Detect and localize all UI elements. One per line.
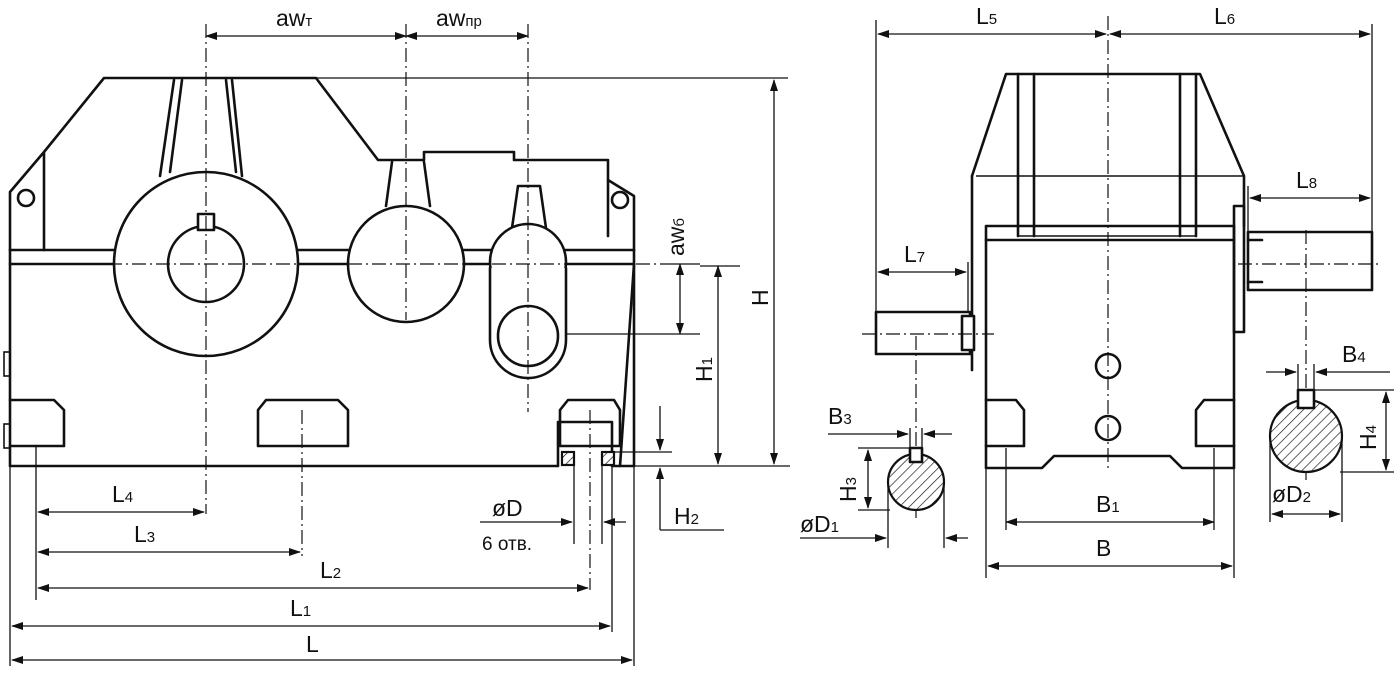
dim-d-holes-label: 6 отв. bbox=[482, 534, 532, 555]
dim-b4-label: B4 bbox=[1342, 341, 1366, 367]
rib-left-inner bbox=[168, 78, 184, 174]
side-cover bbox=[970, 72, 1246, 228]
foot-section-left bbox=[560, 450, 576, 467]
dim-l8-label: L8 bbox=[1296, 167, 1317, 193]
dim-d2-label: øD2 bbox=[1272, 481, 1311, 507]
front-cover bbox=[8, 76, 636, 252]
output-shaft-left-collar bbox=[960, 314, 976, 352]
side-view bbox=[862, 16, 1380, 522]
side-hole-lower bbox=[1094, 414, 1122, 442]
side-foot-left bbox=[984, 398, 1026, 448]
intermediate-rib bbox=[384, 160, 432, 208]
front-view bbox=[3, 24, 660, 590]
dim-h4-label: H4 bbox=[1355, 425, 1381, 450]
foot-section-right bbox=[600, 450, 616, 467]
foot-pocket-middle bbox=[256, 398, 350, 448]
shaft-section-right: B4 H4 øD2 bbox=[1266, 341, 1394, 522]
dim-h2-label: H2 bbox=[674, 503, 699, 529]
dim-l2-label: L2 bbox=[320, 557, 341, 583]
foot-pocket-left bbox=[8, 398, 66, 448]
input-rib bbox=[510, 184, 548, 230]
output-shaft-left bbox=[874, 310, 972, 356]
shaft-section-left: B3 H3 øD1 bbox=[800, 403, 968, 548]
foot-pocket-right bbox=[558, 398, 622, 448]
side-cover-inner-right bbox=[1178, 72, 1198, 238]
shaft-section-right-key bbox=[1296, 388, 1316, 410]
dim-l3-label: L3 bbox=[134, 521, 155, 547]
dim-b-label: B bbox=[1096, 535, 1111, 561]
dim-l4-label: L4 bbox=[112, 481, 133, 507]
dim-awb-label: awб bbox=[663, 218, 689, 256]
dim-b3-label: B3 bbox=[828, 403, 852, 429]
dim-awt-label: awт bbox=[276, 5, 312, 31]
rib-left bbox=[158, 78, 176, 178]
dim-h1-label: H1 bbox=[691, 357, 717, 382]
right-lifting-hole bbox=[610, 190, 630, 210]
dim-h-label: H bbox=[747, 289, 773, 306]
side-cover-line bbox=[976, 175, 1244, 237]
dim-l5-label: L5 bbox=[976, 3, 997, 29]
dim-l1-label: L1 bbox=[290, 595, 311, 621]
input-shaft-right-collar bbox=[1246, 238, 1264, 284]
dim-awpr-label: awпр bbox=[436, 5, 482, 31]
shaft-section-left-key bbox=[908, 446, 924, 464]
side-foot-right bbox=[1194, 398, 1236, 448]
dim-d-label: øD bbox=[492, 495, 523, 521]
input-shaft-right bbox=[1246, 230, 1374, 292]
dim-d1-label: øD1 bbox=[800, 511, 839, 537]
dim-h3-label: H3 bbox=[835, 477, 861, 502]
dim-b1-label: B1 bbox=[1096, 491, 1120, 517]
front-left-bolt-2 bbox=[3, 423, 11, 449]
rib-right bbox=[230, 78, 244, 178]
side-right-plate bbox=[1232, 204, 1246, 334]
rib-right-inner bbox=[224, 78, 238, 174]
shaft-section-right-circle bbox=[1268, 398, 1344, 474]
front-left-bolt-1 bbox=[3, 351, 11, 377]
left-lifting-hole bbox=[16, 188, 36, 208]
front-lower-right-edge bbox=[618, 262, 636, 468]
side-cover-inner-left bbox=[1016, 72, 1036, 238]
dim-l7-label: L7 bbox=[904, 241, 925, 267]
front-dimensions: awт awпр awб H1 H H2 øD 6 отв. L4 bbox=[9, 5, 790, 666]
dim-l-label: L bbox=[306, 631, 319, 657]
side-dimensions: L5 L6 L7 L8 B1 B bbox=[875, 3, 1373, 578]
front-housing-body bbox=[8, 248, 636, 468]
dim-l6-label: L6 bbox=[1214, 3, 1235, 29]
